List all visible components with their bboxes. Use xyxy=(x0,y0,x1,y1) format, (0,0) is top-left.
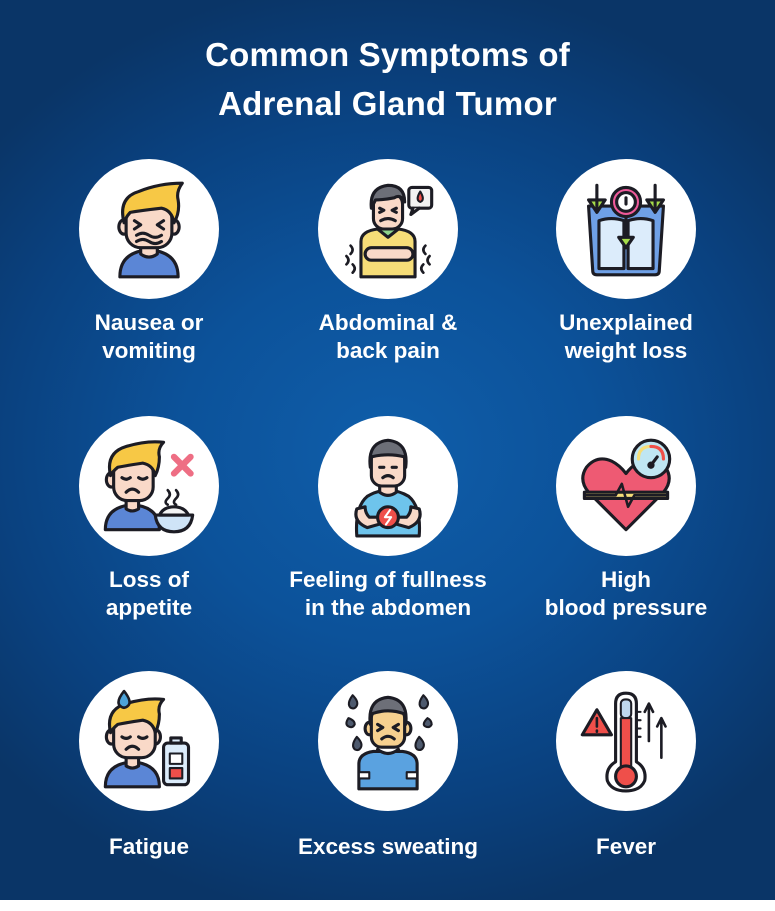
symptom-card-sweating: Excess sweating xyxy=(269,671,507,911)
symptom-card-abdominal-pain: Abdominal & back pain xyxy=(269,159,507,399)
symptom-card-appetite: Loss of appetite xyxy=(30,416,268,656)
title-line-2: Adrenal Gland Tumor xyxy=(218,85,557,122)
icon-circle xyxy=(556,416,696,556)
icon-circle xyxy=(318,671,458,811)
symptom-label: Abdominal & back pain xyxy=(318,310,458,363)
low-battery-tired-icon xyxy=(103,689,191,789)
icon-circle xyxy=(318,159,458,299)
weight-scale-icon xyxy=(587,183,665,277)
page-title: Common Symptoms of Adrenal Gland Tumor xyxy=(0,30,775,128)
icon-circle xyxy=(79,671,219,811)
nauseous-face-icon xyxy=(117,181,184,279)
symptom-label: Feeling of fullness in the abdomen xyxy=(289,567,487,620)
symptom-card-weight-loss: Unexplained weight loss xyxy=(507,159,745,399)
sweating-person-icon xyxy=(345,694,433,791)
heart-pressure-gauge-icon xyxy=(581,438,672,532)
symptom-card-fullness: Feeling of fullness in the abdomen xyxy=(269,416,507,656)
symptom-card-nausea: Nausea or vomiting xyxy=(30,159,268,399)
symptom-label: Loss of appetite xyxy=(105,567,193,620)
symptom-label: Fever xyxy=(595,834,657,859)
icon-circle xyxy=(79,416,219,556)
no-appetite-icon xyxy=(103,440,195,534)
symptom-card-fatigue: Fatigue xyxy=(30,671,268,911)
thermometer-warning-icon xyxy=(580,691,667,793)
symptom-card-blood-pressure: High blood pressure xyxy=(507,416,745,656)
symptom-label: Unexplained weight loss xyxy=(559,310,693,363)
stomach-ache-icon xyxy=(345,183,434,279)
symptom-label: Nausea or vomiting xyxy=(94,310,204,363)
symptom-label: High blood pressure xyxy=(544,567,708,620)
icon-circle xyxy=(318,416,458,556)
icon-circle xyxy=(79,159,219,299)
icon-circle xyxy=(556,159,696,299)
symptom-card-fever: Fever xyxy=(507,671,745,911)
symptom-label: Fatigue xyxy=(108,834,189,859)
title-line-1: Common Symptoms of xyxy=(205,36,570,73)
bloated-abdomen-icon xyxy=(354,438,422,538)
symptom-label: Excess sweating xyxy=(297,834,479,859)
icon-circle xyxy=(556,671,696,811)
